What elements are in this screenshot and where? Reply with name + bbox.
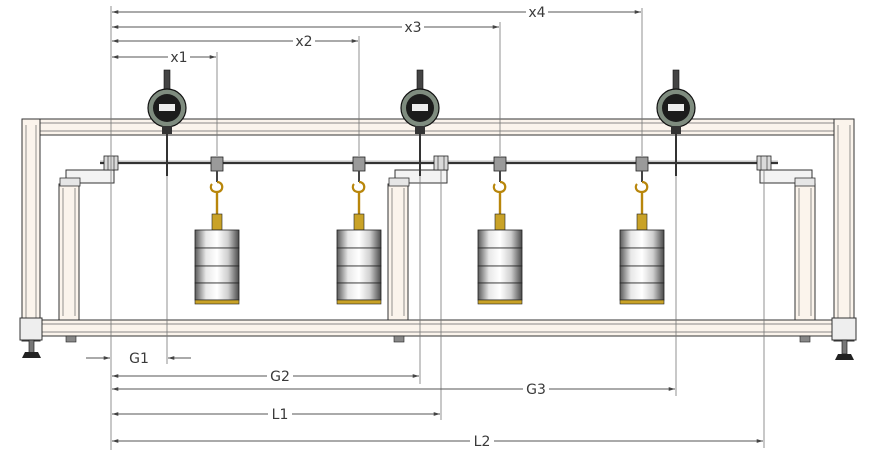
dimension-label-x1: x1 [170, 50, 187, 66]
right-support [759, 169, 816, 321]
dimension-label-G1: G1 [129, 351, 149, 367]
dimension-L1: L1 [112, 407, 440, 423]
dimension-label-G3: G3 [526, 382, 546, 398]
dimension-x4: x4 [112, 5, 641, 21]
dimension-label-x3: x3 [404, 20, 421, 36]
dimension-x3: x3 [112, 20, 499, 36]
dimension-G1: G1 [86, 351, 191, 367]
dimension-L2: L2 [112, 434, 763, 450]
dimension-x2: x2 [112, 34, 358, 50]
dial-gauge-2 [400, 69, 440, 176]
frame [19, 118, 857, 342]
dial-gauge-1 [147, 69, 187, 176]
dimension-G3: G3 [112, 382, 675, 398]
load-hanger-4 [619, 156, 665, 305]
extension-lines [110, 6, 765, 450]
left-support [58, 169, 115, 321]
middle-support [387, 169, 448, 321]
frame-feet [22, 335, 854, 360]
load-hanger-1 [194, 156, 240, 305]
dimension-x1: x1 [112, 50, 216, 66]
dimension-label-L1: L1 [272, 407, 289, 423]
dimension-label-G2: G2 [270, 369, 290, 385]
dimension-label-x4: x4 [528, 5, 545, 21]
load-hanger-3 [477, 156, 523, 305]
dial-gauge-3 [656, 69, 696, 176]
load-hanger-2 [336, 156, 382, 305]
dimension-label-x2: x2 [295, 34, 312, 50]
dimension-label-L2: L2 [474, 434, 491, 450]
dimension-G2: G2 [112, 369, 419, 385]
